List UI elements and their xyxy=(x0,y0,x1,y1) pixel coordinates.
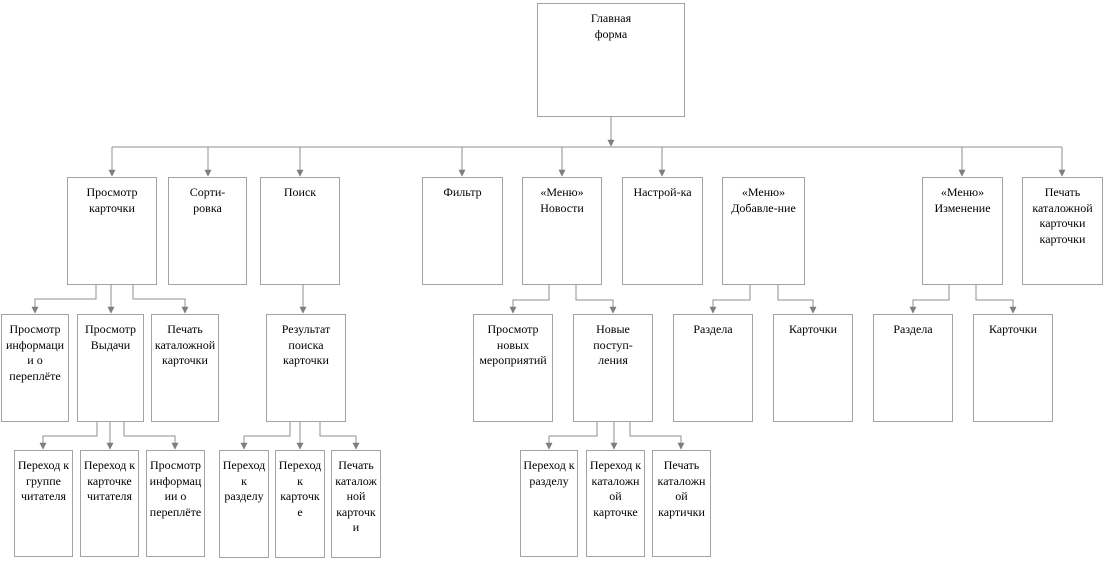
node-cards-edit: Карточки xyxy=(973,314,1053,422)
edge xyxy=(909,285,950,314)
node-label: Печать каталожной карточки xyxy=(335,458,377,535)
node-filter: Фильтр xyxy=(422,177,503,285)
edge xyxy=(975,285,1017,314)
node-label: «Меню» Добавле-ние xyxy=(731,185,796,215)
node-label: «Меню» Новости xyxy=(540,185,584,215)
node-label: Переход к карточке xyxy=(278,458,322,519)
edges-level3-to-4 xyxy=(39,422,685,450)
edge xyxy=(319,422,360,450)
edge xyxy=(123,422,179,450)
node-label: Печать каталожной картички xyxy=(657,458,706,519)
node-label: Переход к группе читателя xyxy=(17,458,70,504)
node-label: Главная форма xyxy=(590,11,632,41)
node-label: «Меню» Изменение xyxy=(934,185,991,215)
node-print-catalog-card-2: Печать каталожной карточки xyxy=(331,450,381,558)
node-view-binding-info: Просмотр информации о переплёте xyxy=(1,314,69,422)
edge xyxy=(31,285,97,314)
node-print-catalog-card-card: Печать каталожной карточки карточки xyxy=(1022,177,1103,285)
node-settings: Настрой-ка xyxy=(622,177,703,285)
node-cards-add: Карточки xyxy=(773,314,853,422)
node-go-reader-group: Переход к группе читателя xyxy=(14,450,73,557)
node-label: Печать каталожной карточки xyxy=(154,322,216,368)
node-label: Сорти-ровка xyxy=(189,185,226,215)
node-view-card: Просмотр карточки xyxy=(67,177,157,285)
node-menu-add: «Меню» Добавле-ние xyxy=(722,177,805,285)
node-search-result: Результат поиска карточки xyxy=(266,314,346,422)
node-label: Поиск xyxy=(283,185,317,199)
node-label: Переход к карточке читателя xyxy=(83,458,136,504)
node-go-section: Переход к разделу xyxy=(219,450,269,558)
edge xyxy=(39,422,98,450)
node-label: Просмотр карточки xyxy=(86,185,138,215)
node-label: Просмотр новых мероприятий xyxy=(479,322,547,368)
node-go-section-2: Переход к разделу xyxy=(520,450,578,557)
node-section-edit: Раздела xyxy=(873,314,953,422)
node-search: Поиск xyxy=(260,177,340,285)
node-label: Карточки xyxy=(788,322,838,336)
node-label: Просмотр Выдачи xyxy=(84,322,137,352)
node-menu-news: «Меню» Новости xyxy=(522,177,602,285)
node-view-issue: Просмотр Выдачи xyxy=(77,314,144,422)
node-label: Переход к каталожной карточке xyxy=(589,458,642,519)
node-label: Раздела xyxy=(693,322,733,336)
node-label: Новые поступ-ления xyxy=(593,322,633,368)
node-main-form: Главная форма xyxy=(537,3,685,117)
node-label: Результат поиска карточки xyxy=(281,322,331,368)
node-print-catalog-card-3: Печать каталожной картички xyxy=(652,450,711,557)
node-go-card: Переход к карточке xyxy=(275,450,325,558)
edge xyxy=(709,285,751,314)
node-label: Переход к разделу xyxy=(222,458,266,504)
node-go-reader-card: Переход к карточке читателя xyxy=(80,450,139,557)
node-label: Настрой-ка xyxy=(633,185,692,199)
edge xyxy=(240,422,291,450)
edge xyxy=(132,285,189,314)
edge xyxy=(575,285,617,314)
node-label: Переход к разделу xyxy=(523,458,575,488)
node-view-binding-info-2: Просмотр информации о переплёте xyxy=(146,450,205,557)
edges-root xyxy=(108,117,1066,177)
node-go-catalog-card: Переход к каталожной карточке xyxy=(586,450,645,557)
node-section-add: Раздела xyxy=(673,314,753,422)
edge xyxy=(777,285,817,314)
node-label: Раздела xyxy=(893,322,933,336)
edge xyxy=(509,285,550,314)
node-print-catalog-card: Печать каталожной карточки xyxy=(151,314,219,422)
node-label: Фильтр xyxy=(443,185,482,199)
node-new-arrivals: Новые поступ-ления xyxy=(573,314,653,422)
node-sorting: Сорти-ровка xyxy=(168,177,247,285)
edge xyxy=(629,422,685,450)
node-label: Просмотр информации о переплёте xyxy=(5,322,65,383)
node-label: Карточки xyxy=(988,322,1038,336)
edges-level2-to-3 xyxy=(31,285,1017,314)
node-label: Печать каталожной карточки карточки xyxy=(1032,185,1093,246)
node-menu-edit: «Меню» Изменение xyxy=(922,177,1003,285)
node-label: Просмотр информации о переплёте xyxy=(149,458,202,519)
edge xyxy=(545,422,598,450)
node-view-new-events: Просмотр новых мероприятий xyxy=(473,314,553,422)
